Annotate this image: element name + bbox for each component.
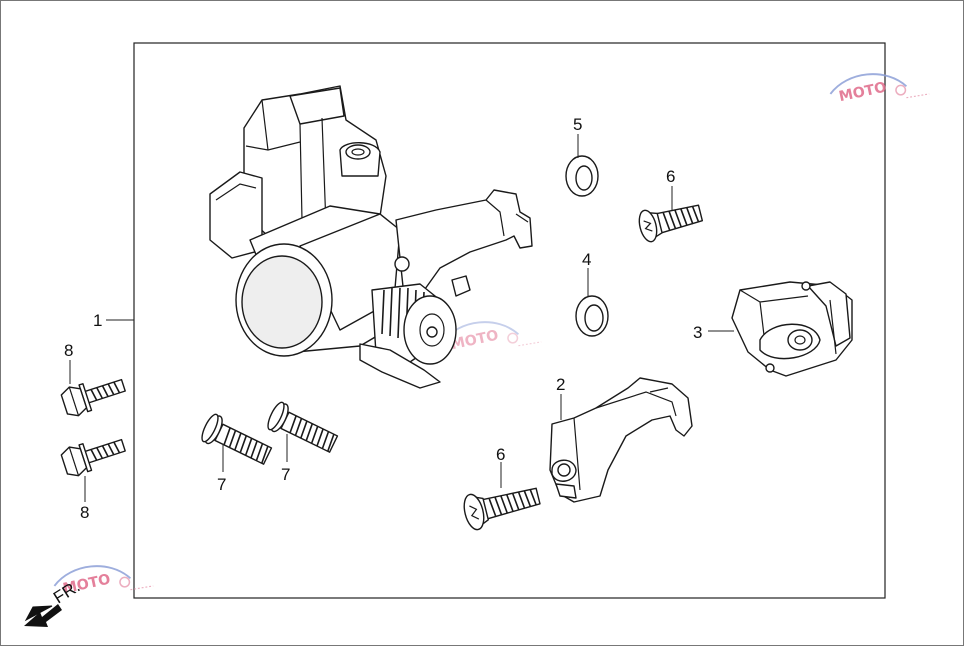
callout-3: 3 bbox=[693, 323, 702, 342]
callout-8: 8 bbox=[64, 341, 73, 360]
throttle-position-sensor-part bbox=[731, 281, 853, 377]
callout-2: 2 bbox=[556, 375, 565, 394]
watermark-center bbox=[441, 321, 543, 355]
front-direction-arrow-icon bbox=[24, 604, 62, 627]
washer-part bbox=[565, 155, 599, 197]
torx-screw-part bbox=[463, 487, 541, 531]
o-ring-part bbox=[575, 295, 609, 337]
throttle-body-part bbox=[209, 85, 533, 389]
flange-bolt-part bbox=[201, 413, 273, 465]
callout-7: 7 bbox=[217, 475, 226, 494]
callout-7: 7 bbox=[281, 465, 290, 484]
callout-1: 1 bbox=[93, 311, 102, 330]
callout-4: 4 bbox=[582, 250, 591, 269]
callout-5: 5 bbox=[573, 115, 582, 134]
flange-bolt-part bbox=[267, 401, 339, 453]
bracket-part bbox=[549, 377, 693, 503]
hex-bolt-part bbox=[60, 438, 126, 477]
hex-bolt-part bbox=[60, 378, 126, 417]
callout-6: 6 bbox=[666, 167, 675, 186]
torx-screw-part bbox=[638, 204, 704, 243]
watermark-top-right bbox=[829, 73, 931, 107]
callout-6: 6 bbox=[496, 445, 505, 464]
callout-8: 8 bbox=[80, 503, 89, 522]
